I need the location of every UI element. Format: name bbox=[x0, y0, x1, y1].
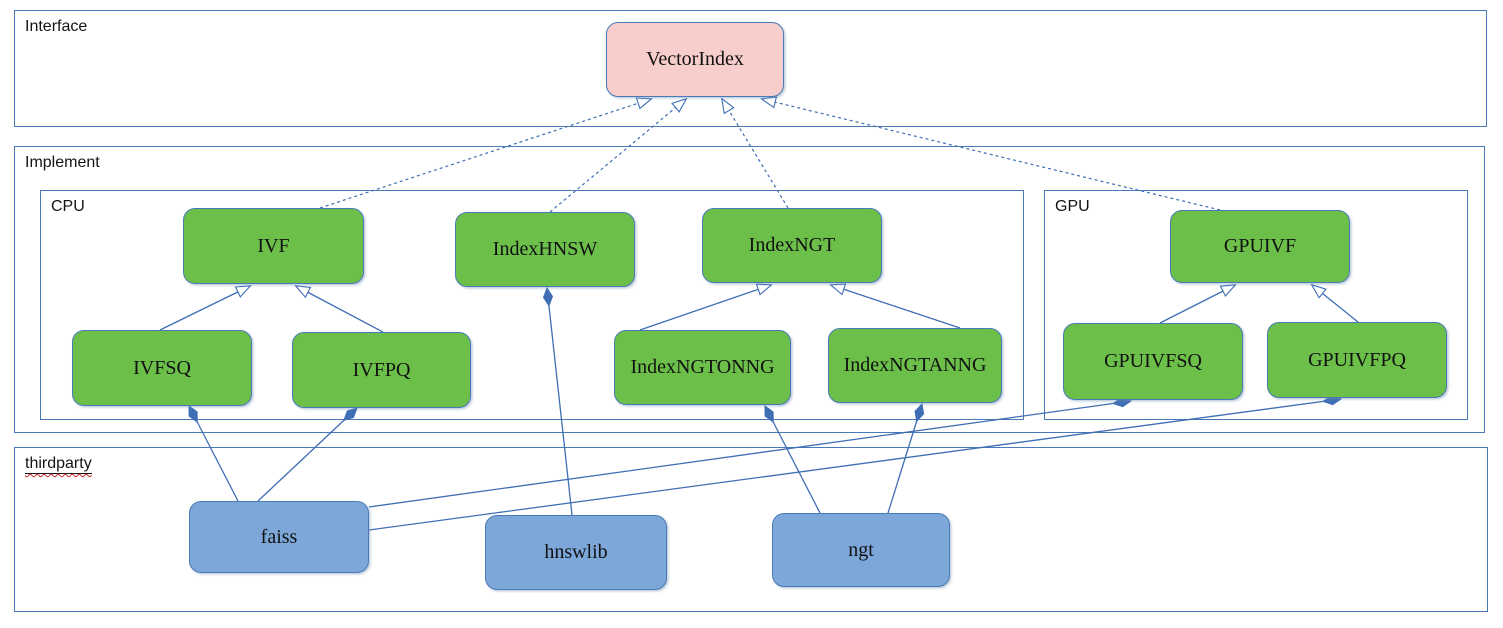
node-indexngtanng[interactable]: IndexNGTANNG bbox=[828, 328, 1002, 403]
node-gpuivf[interactable]: GPUIVF bbox=[1170, 210, 1350, 283]
section-gpu-label: GPU bbox=[1055, 198, 1090, 215]
node-faiss-label: faiss bbox=[260, 525, 298, 548]
node-ngt-label: ngt bbox=[848, 538, 874, 561]
node-indexhnsw-label: IndexHNSW bbox=[492, 238, 598, 260]
node-hnswlib-label: hnswlib bbox=[544, 541, 608, 563]
node-vectorindex[interactable]: VectorIndex bbox=[606, 22, 784, 97]
node-ivfpq-label: IVFPQ bbox=[352, 358, 411, 381]
node-indexhnsw[interactable]: IndexHNSW bbox=[455, 212, 635, 287]
node-faiss[interactable]: faiss bbox=[189, 501, 369, 573]
node-gpuivf-label: GPUIVF bbox=[1223, 235, 1297, 257]
node-gpuivfsq-label: GPUIVFSQ bbox=[1104, 350, 1202, 372]
node-indexngtonng-label: IndexNGTONNG bbox=[630, 356, 775, 378]
node-ivf-label: IVF bbox=[257, 234, 290, 257]
node-gpuivfpq-label: GPUIVFPQ bbox=[1308, 348, 1406, 371]
section-cpu-label: CPU bbox=[51, 198, 85, 215]
node-hnswlib[interactable]: hnswlib bbox=[485, 515, 667, 590]
node-gpuivfsq[interactable]: GPUIVFSQ bbox=[1063, 323, 1243, 400]
node-ngt[interactable]: ngt bbox=[772, 513, 950, 587]
node-ivf[interactable]: IVF bbox=[183, 208, 364, 284]
node-vectorindex-label: VectorIndex bbox=[646, 48, 744, 70]
section-thirdparty-text: thirdparty bbox=[25, 455, 92, 472]
node-indexngt-label: IndexNGT bbox=[748, 234, 836, 256]
node-indexngt[interactable]: IndexNGT bbox=[702, 208, 882, 283]
node-gpuivfpq[interactable]: GPUIVFPQ bbox=[1267, 322, 1447, 398]
node-ivfpq[interactable]: IVFPQ bbox=[292, 332, 471, 408]
node-indexngtonng[interactable]: IndexNGTONNG bbox=[614, 330, 791, 405]
node-indexngtanng-label: IndexNGTANNG bbox=[843, 354, 987, 376]
section-thirdparty-label: thirdparty bbox=[25, 455, 92, 474]
node-ivfsq[interactable]: IVFSQ bbox=[72, 330, 252, 406]
section-interface-label: Interface bbox=[25, 18, 88, 35]
node-ivfsq-label: IVFSQ bbox=[133, 356, 191, 379]
section-implement-label: Implement bbox=[25, 154, 100, 171]
